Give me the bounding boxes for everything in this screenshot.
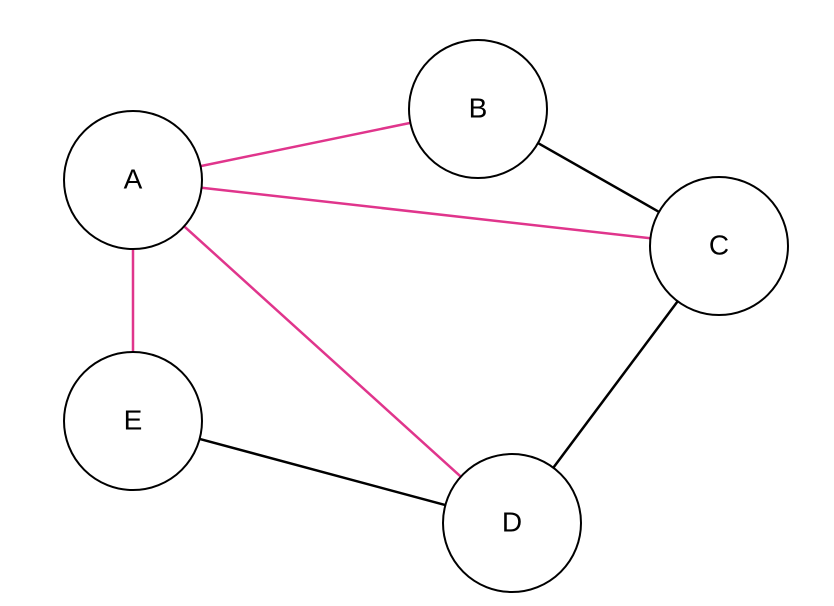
edge-c-d xyxy=(552,300,679,469)
edge-a-b xyxy=(200,121,411,168)
edge-a-d xyxy=(183,225,462,478)
node-a-label: A xyxy=(124,163,143,194)
node-b: B xyxy=(408,39,548,179)
node-c-label: C xyxy=(709,229,729,260)
edge-layer xyxy=(131,121,679,507)
edge-b-c xyxy=(537,142,660,213)
node-b-label: B xyxy=(469,92,488,123)
node-a: A xyxy=(63,110,203,250)
node-d-label: D xyxy=(502,506,522,537)
node-e: E xyxy=(63,351,203,491)
node-d: D xyxy=(442,453,582,593)
edge-e-d xyxy=(199,437,446,507)
node-c: C xyxy=(649,176,789,316)
edge-a-c xyxy=(201,186,651,240)
node-e-label: E xyxy=(124,404,143,435)
